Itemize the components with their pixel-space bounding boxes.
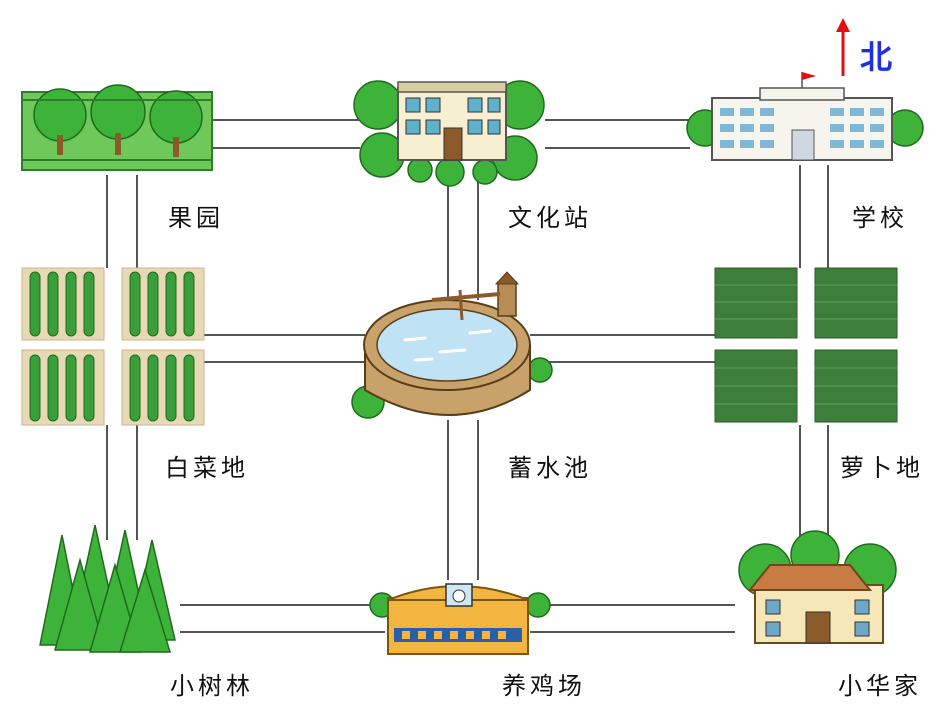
xiaohua-home-icon [738,530,897,644]
radish-field-icon [714,267,898,423]
north-arrow-icon [836,18,850,76]
culture-station-icon [353,80,545,187]
cabbage-field-icon [21,267,205,426]
radish-field-label: 萝卜地 [840,454,924,482]
culture-station-label: 文化站 [508,204,592,232]
chicken-farm-label: 养鸡场 [502,672,586,700]
grove-icon [39,524,176,653]
north-label: 北 [860,38,893,76]
roads [106,119,829,633]
school-icon [686,72,924,161]
orchard-label: 果园 [168,204,224,232]
grove-label: 小树林 [170,672,254,700]
school-label: 学校 [852,204,908,232]
reservoir-icon [351,271,553,419]
reservoir-label: 蓄水池 [508,454,592,482]
chicken-farm-icon [369,583,551,655]
cabbage-field-label: 白菜地 [165,454,249,482]
orchard-icon [21,84,213,171]
xiaohua-home-label: 小华家 [838,672,922,700]
